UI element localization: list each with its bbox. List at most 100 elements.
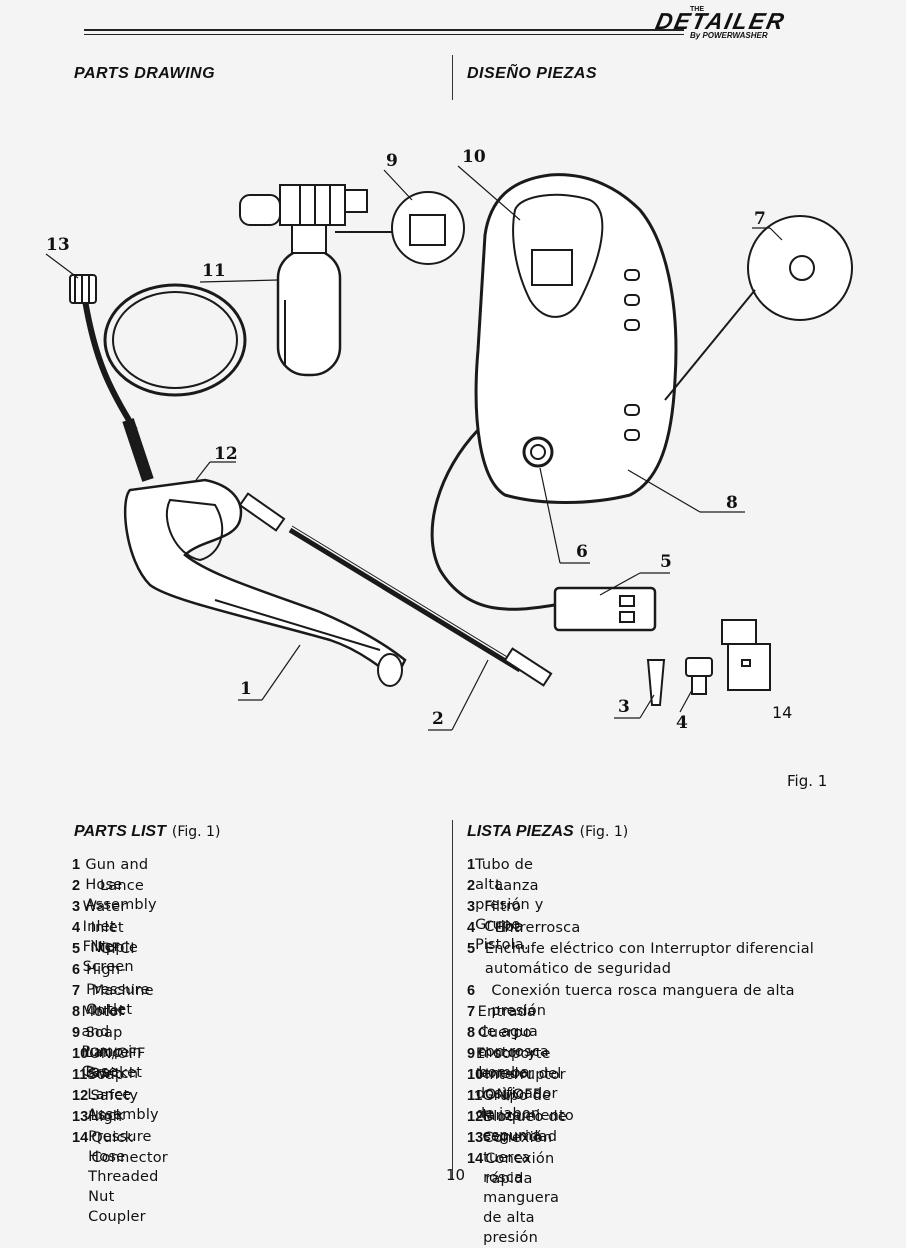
- parts-list-fig-ref: (Fig. 1): [171, 824, 221, 840]
- list-item-text: Soap Lance Bracket: [85, 1025, 143, 1081]
- callout-6: 6: [576, 542, 588, 562]
- list-item: 4 Entrerrosca: [467, 918, 580, 938]
- inlet-nipple: [685, 657, 713, 695]
- list-item-number: 13: [467, 1130, 484, 1146]
- bracket-detail-circle: [391, 191, 465, 265]
- callout-9: 9: [386, 151, 398, 171]
- list-item-text: Inlet Nipple: [90, 920, 139, 956]
- list-item-number: 2: [467, 878, 476, 894]
- leader-line: [664, 289, 756, 401]
- callout-8: 8: [726, 493, 738, 513]
- list-item: 6 High-Pressure Outlet: [72, 960, 164, 1020]
- list-item: 6 Conexión tuerca rosca manguera de alta …: [467, 981, 807, 1021]
- list-item-text: Filtro Criba: [484, 899, 524, 935]
- list-item: 2 Lanza: [467, 876, 539, 896]
- list-item-text: High-Pressure Outlet: [86, 962, 150, 1018]
- header-rule: [84, 34, 684, 35]
- list-item-text: Safety Lock: [90, 1088, 139, 1124]
- hose-nut-coupler: [69, 274, 97, 304]
- list-item-number: 12: [467, 1109, 484, 1125]
- list-item-number: 5: [467, 941, 476, 957]
- list-item: 3 Filtro Criba: [467, 897, 534, 937]
- lista-piezas-title-text: LISTA PIEZAS: [467, 823, 574, 840]
- list-item-text: Lanza: [495, 878, 539, 894]
- logo-the-text: THE: [690, 6, 704, 13]
- list-item-text: Interruptor ON/OFF: [484, 1067, 566, 1103]
- callout-2: 2: [432, 709, 444, 729]
- list-item-number: 3: [72, 899, 81, 915]
- lance: [238, 492, 553, 687]
- callout-14: 14: [772, 703, 792, 722]
- list-item-number: 9: [467, 1046, 476, 1062]
- list-item-text: Enchufe eléctrico con Interruptor difere…: [484, 941, 815, 977]
- list-item-text: Grupo de lanzamiento espuma: [482, 1088, 574, 1144]
- page-number: 10: [446, 1166, 466, 1184]
- spray-gun: [124, 478, 407, 687]
- list-item-text: Machine Inlet: [91, 983, 154, 1019]
- callout-leader-lines: [45, 165, 783, 731]
- list-item-number: 8: [467, 1025, 476, 1041]
- callout-12: 12: [214, 444, 238, 464]
- list-item-number: 13: [72, 1109, 89, 1125]
- list-item-number: 11: [467, 1088, 483, 1104]
- callout-11: 11: [202, 261, 226, 281]
- list-item-text: Bloqueo de seguridad: [483, 1109, 567, 1145]
- list-item-number: 6: [467, 983, 476, 999]
- callout-5: 5: [660, 552, 672, 572]
- title-divider: [452, 55, 453, 100]
- list-item-number: 1: [72, 857, 81, 873]
- list-item: 2 Lance: [72, 876, 144, 896]
- list-item-text: Motor and Pump in Case: [81, 1004, 142, 1080]
- list-item-text: Entrerrosca: [495, 920, 581, 936]
- callout-labels: 1 2 3 4 5 6 7 8 9 10 11 12 13 14: [46, 147, 792, 733]
- list-item-number: 7: [467, 1004, 476, 1020]
- list-item-number: 3: [467, 899, 476, 915]
- machine-body: [474, 173, 678, 504]
- list-item-text: ON/OFF Switch: [89, 1046, 146, 1082]
- list-item-number: 7: [72, 983, 81, 999]
- list-item-text: Soap Lance Assembly: [87, 1067, 159, 1123]
- hose-coil: [82, 283, 247, 482]
- list-item-text: Water Inlet Filter Screen: [82, 899, 134, 975]
- manual-page: THE DETAILER By POWERWASHER PARTS DRAWIN…: [45, 6, 853, 1246]
- callout-1: 1: [240, 679, 252, 699]
- brand-logo: THE DETAILER By POWERWASHER: [652, 6, 832, 40]
- diseno-piezas-title: DISEÑO PIEZAS: [467, 65, 598, 82]
- list-item-number: 6: [72, 962, 81, 978]
- parts-list-title: PARTS LIST (Fig. 1): [74, 823, 220, 841]
- list-item-text: Lance: [100, 878, 145, 894]
- parts-list-title-text: PARTS LIST: [74, 823, 166, 840]
- list-item-number: 2: [72, 878, 81, 894]
- list-divider: [452, 820, 453, 1180]
- soap-lance: [239, 184, 415, 377]
- list-item-text: Conexión tuerca rosca manguera de alta p…: [491, 983, 795, 1019]
- list-item-text: Quick Connector: [91, 1130, 168, 1166]
- list-item-number: 5: [72, 941, 81, 957]
- list-item-number: 10: [467, 1067, 484, 1083]
- list-item-number: 1: [467, 857, 476, 873]
- list-item-number: 4: [467, 920, 476, 936]
- list-item-number: 8: [72, 1004, 81, 1020]
- parts-drawing: 1 2 3 4 5 6 7 8 9 10 11 12 13 14: [45, 147, 853, 733]
- list-item-number: 14: [72, 1130, 89, 1146]
- list-item: 5 Enchufe eléctrico con Interruptor difer…: [467, 939, 817, 979]
- list-item-text: El soporte tenedor del dosificador de ja…: [475, 1046, 562, 1122]
- callout-4: 4: [676, 713, 688, 733]
- list-item-text: Gun and Hose Assembly: [85, 857, 157, 913]
- lista-piezas-fig-ref: (Fig. 1): [579, 824, 629, 840]
